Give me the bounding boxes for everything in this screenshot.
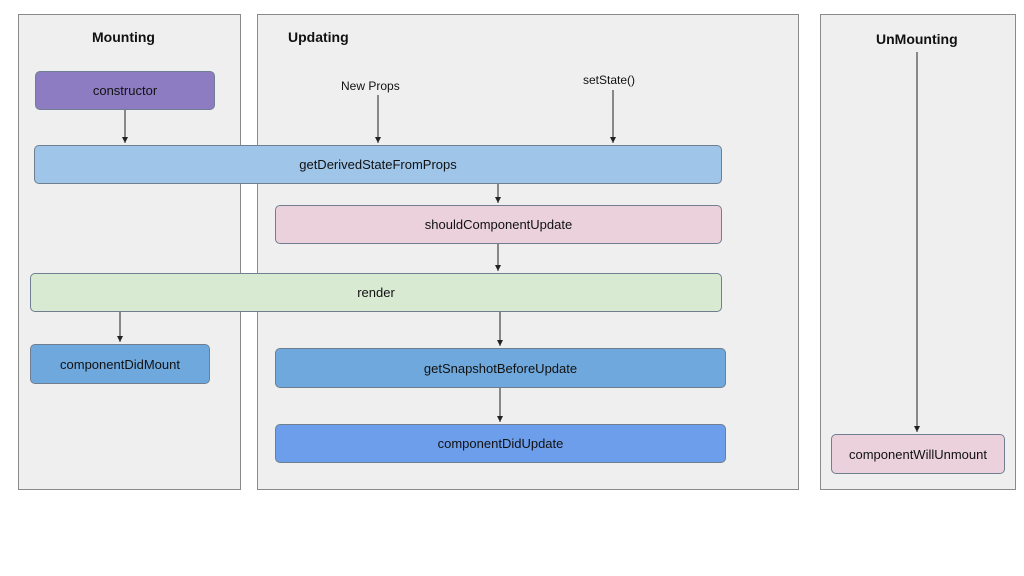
component-did-mount-node: componentDidMount: [30, 344, 210, 384]
new-props-label: New Props: [341, 79, 400, 93]
updating-phase: [257, 14, 799, 490]
get-derived-state-from-props-node: getDerivedStateFromProps: [34, 145, 722, 184]
mounting-title: Mounting: [92, 29, 155, 45]
set-state-label: setState(): [583, 73, 636, 87]
component-did-update-node: componentDidUpdate: [275, 424, 726, 463]
updating-title: Updating: [288, 29, 349, 45]
component-will-unmount-node: componentWillUnmount: [831, 434, 1005, 474]
unmounting-title: UnMounting: [876, 31, 958, 47]
constructor-node: constructor: [35, 71, 215, 110]
should-component-update-node: shouldComponentUpdate: [275, 205, 722, 244]
get-snapshot-before-update-node: getSnapshotBeforeUpdate: [275, 348, 726, 388]
render-node: render: [30, 273, 722, 312]
unmounting-phase: [820, 14, 1016, 490]
